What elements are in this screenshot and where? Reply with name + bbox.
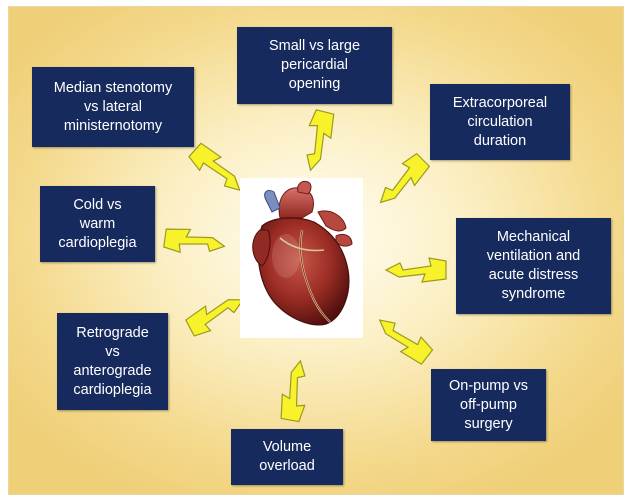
lightning-bolt-icon — [187, 141, 248, 199]
lightning-bolt-icon — [372, 311, 434, 367]
lightning-bolt-icon — [299, 109, 337, 173]
lightning-bolt-icon — [163, 226, 226, 258]
heart-icon — [240, 178, 363, 338]
lightning-bolt-icon — [278, 359, 312, 422]
lightning-bolt-icon — [184, 289, 248, 338]
lightning-bolt-icon — [372, 152, 431, 211]
lightning-bolt-icon — [386, 258, 446, 282]
